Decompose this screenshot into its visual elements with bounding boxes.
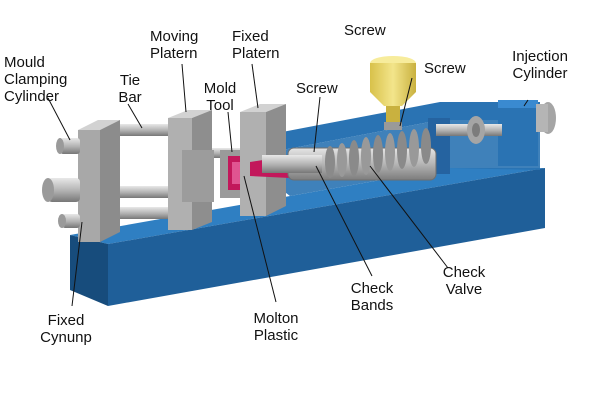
moving-platern-block [168, 110, 214, 230]
tie-bars [110, 124, 240, 219]
label-tie-bar: Tie Bar [118, 72, 142, 106]
label-screw-top: Screw [344, 22, 386, 39]
label-check-valve: Check Valve [442, 264, 486, 298]
label-injection-cylinder: Injection Cylinder [512, 48, 568, 82]
hopper [370, 56, 416, 130]
label-molton-plastic: Molton Plastic [253, 310, 299, 344]
check-bands-rings [325, 128, 431, 178]
label-fixed-cynunp: Fixed Cynunp [40, 312, 92, 346]
label-mold-tool: Mold Tool [203, 80, 237, 114]
label-screw-mid: Screw [296, 80, 338, 97]
leader-lines [47, 63, 529, 307]
label-mould-clamping-cylinder: Mould Clamping Cylinder [4, 54, 68, 105]
screw-shaft [436, 102, 556, 144]
label-check-bands: Check Bands [350, 280, 394, 314]
label-screw-right: Screw [424, 60, 466, 77]
clamping-cylinder-block [42, 120, 120, 242]
label-fixed-platern: Fixed Platern [232, 28, 280, 62]
label-moving-platern: Moving Platern [150, 28, 199, 62]
